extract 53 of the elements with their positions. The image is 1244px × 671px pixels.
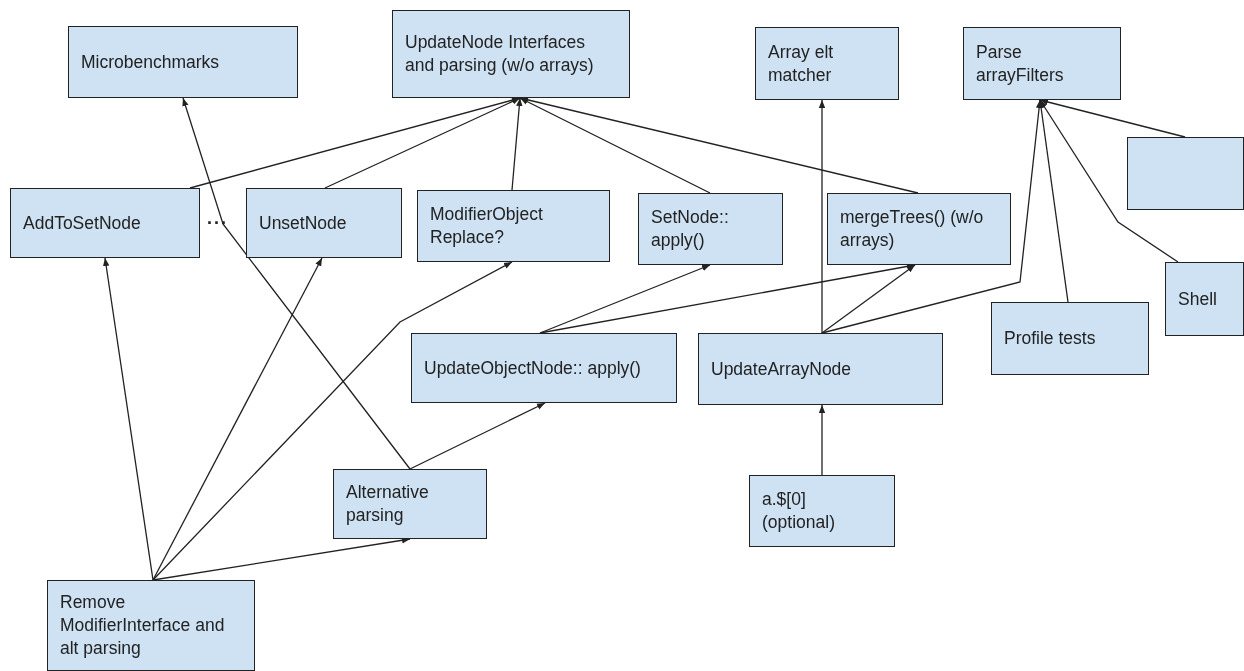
process-box xyxy=(991,302,1149,375)
node-label: ModifierObject Replace? xyxy=(430,203,544,249)
process-box xyxy=(755,27,899,100)
arrow xyxy=(324,97,521,189)
process-box xyxy=(827,193,1011,265)
arrow xyxy=(182,97,411,470)
process-box xyxy=(392,10,630,98)
node-label: a.$[0] (optional) xyxy=(762,488,836,534)
process-box xyxy=(333,469,487,539)
arrow xyxy=(1039,99,1179,263)
arrow xyxy=(1039,98,1186,138)
process-box xyxy=(749,475,895,547)
node-label: mergeTrees() (w/o arrays) xyxy=(840,206,985,252)
arrow xyxy=(519,96,919,194)
arrow xyxy=(519,97,711,194)
process-box xyxy=(68,26,298,98)
arrow xyxy=(539,263,916,334)
node-label: Remove ModifierInterface and alt parsing xyxy=(60,591,226,660)
node-label: UpdateArrayNode xyxy=(711,357,853,381)
arrow xyxy=(821,264,916,334)
process-box xyxy=(638,193,783,265)
process-box xyxy=(246,188,402,258)
process-box xyxy=(417,190,610,262)
arrow xyxy=(821,99,1043,334)
process-box xyxy=(1165,262,1244,336)
process-box xyxy=(963,27,1121,100)
node-label: UpdateObjectNode:: apply() xyxy=(424,356,642,380)
node-label: UpdateNode Interfaces and parsing (w/o arrays) xyxy=(405,31,595,77)
node-label: Profile tests xyxy=(1004,327,1097,350)
process-box xyxy=(10,188,200,258)
arrow xyxy=(818,404,826,476)
node-label: Array elt matcher xyxy=(768,40,835,87)
node-label: AddToSetNode xyxy=(23,211,142,235)
ellipsis-label: ... xyxy=(207,208,228,229)
arrow xyxy=(152,537,411,581)
arrow xyxy=(409,402,546,470)
arrow xyxy=(103,257,154,581)
node-label: Alternative parsing xyxy=(346,481,430,527)
process-box xyxy=(47,580,255,671)
arrow xyxy=(818,99,826,334)
arrow xyxy=(1037,99,1069,303)
process-box xyxy=(411,333,677,403)
node-label: SetNode:: apply() xyxy=(651,206,730,252)
node-label: Microbenchmarks xyxy=(81,50,221,74)
arrow xyxy=(152,261,513,581)
arrow xyxy=(511,97,523,191)
arrow xyxy=(152,257,323,581)
node-label: Shell xyxy=(1178,287,1218,311)
node-label: UnsetNode xyxy=(259,211,348,235)
arrow xyxy=(539,264,711,334)
process-box xyxy=(698,333,943,405)
empty-box xyxy=(1127,137,1244,210)
node-label: Parse arrayFilters xyxy=(976,40,1065,87)
